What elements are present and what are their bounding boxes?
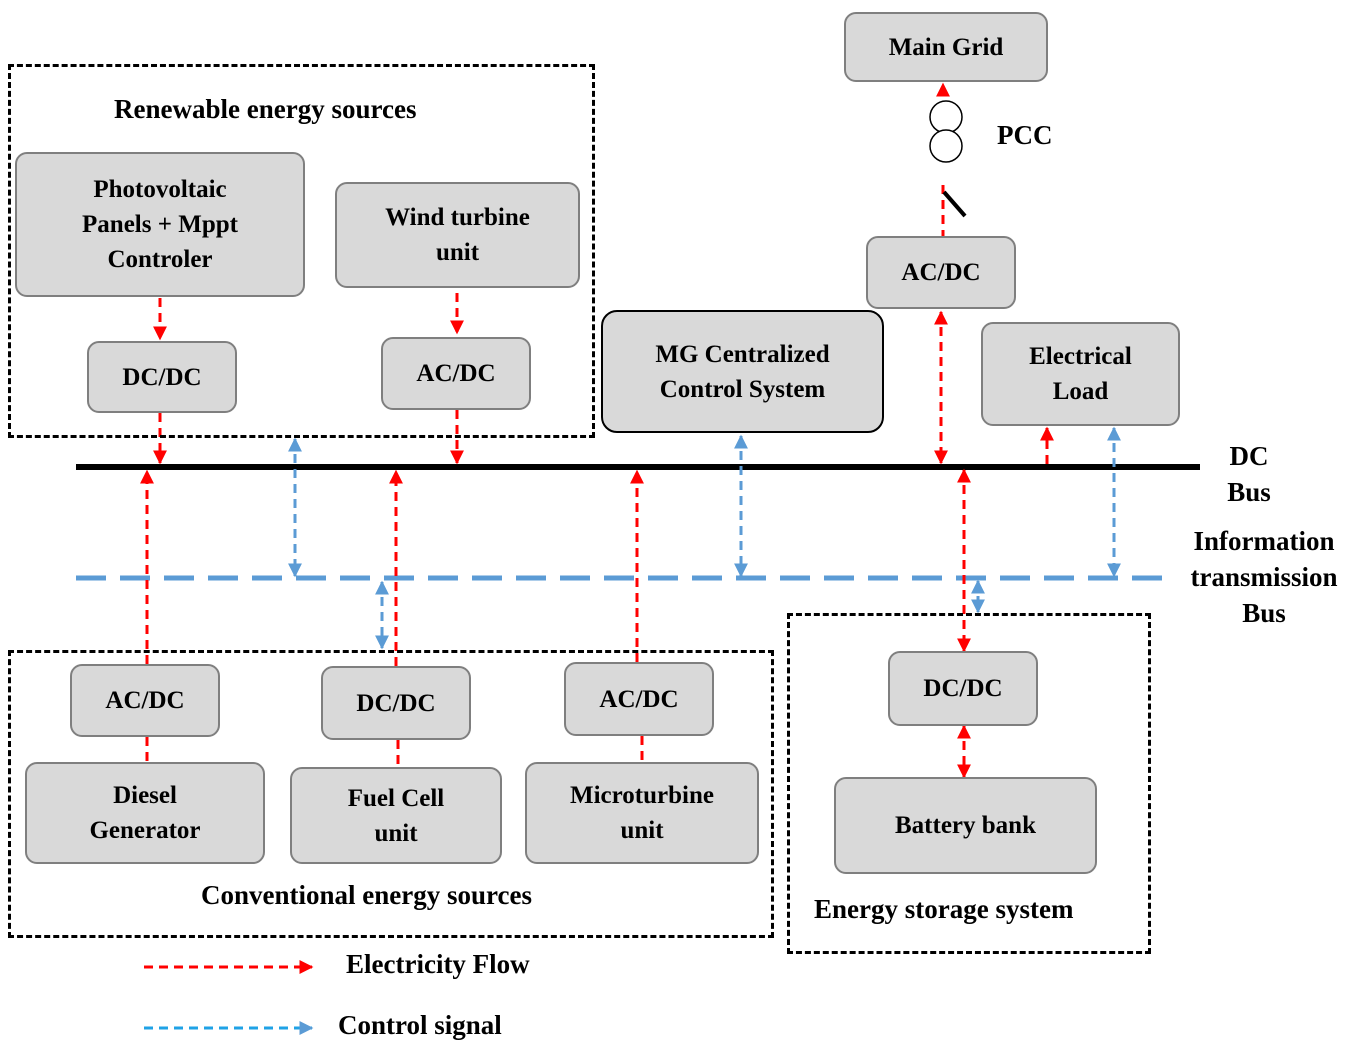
microturbine-box: Microturbine unit (525, 762, 759, 864)
main-grid-box: Main Grid (844, 12, 1048, 82)
pcc-switch-icon (942, 190, 967, 218)
pcc-label: PCC (997, 120, 1053, 150)
legend-electricity-label: Electricity Flow (346, 949, 530, 979)
fuel-cell-converter-box: DC/DC (321, 666, 471, 740)
control-system-box: MG Centralized Control System (601, 310, 884, 433)
info-bus-label: Information transmission Bus (1190, 526, 1338, 628)
renewable-group-title: Renewable energy sources (114, 94, 417, 124)
battery-converter-box: DC/DC (888, 651, 1038, 726)
diesel-converter-box: AC/DC (70, 664, 220, 737)
wind-converter-box: AC/DC (381, 337, 531, 410)
electrical-load-box: Electrical Load (981, 322, 1180, 426)
microturbine-converter-box: AC/DC (564, 662, 714, 736)
battery-bank-box: Battery bank (834, 777, 1097, 874)
pv-converter-box: DC/DC (87, 341, 237, 413)
storage-group-title: Energy storage system (814, 894, 1074, 924)
pcc-transformer-icon (929, 129, 963, 163)
wind-turbine-box: Wind turbine unit (335, 182, 580, 288)
conventional-group (8, 650, 774, 938)
fuel-cell-box: Fuel Cell unit (290, 767, 502, 864)
dc-bus-label: DC Bus (1227, 441, 1271, 507)
grid-converter-box: AC/DC (866, 236, 1016, 309)
diesel-generator-box: Diesel Generator (25, 762, 265, 864)
pcc-transformer-icon (929, 100, 963, 134)
storage-group (787, 613, 1151, 954)
conventional-group-title: Conventional energy sources (201, 880, 532, 910)
legend-control-label: Control signal (338, 1010, 502, 1040)
renewable-group (8, 64, 595, 438)
pv-panels-box: Photovoltaic Panels + Mppt Controler (15, 152, 305, 297)
